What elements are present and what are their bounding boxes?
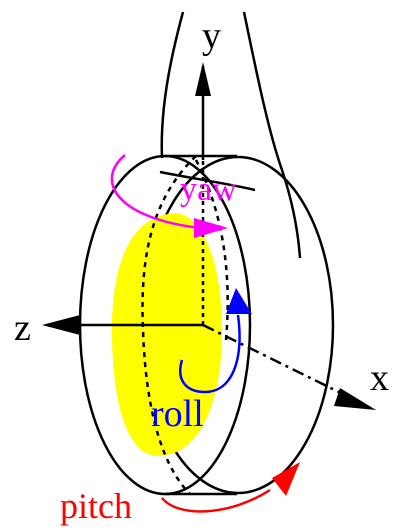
pitch-label: pitch (60, 486, 132, 526)
dashed-inner-arc (194, 159, 229, 341)
y-axis (195, 62, 211, 325)
y-axis-label: y (202, 15, 221, 57)
x-axis (202, 323, 376, 410)
x-axis-label: x (370, 357, 389, 399)
z-axis-label: z (14, 307, 31, 349)
pitch-arrow (161, 462, 300, 513)
yaw-label: yaw (180, 171, 237, 208)
roll-label: roll (151, 393, 204, 435)
z-axis (42, 315, 203, 335)
z-axis-arrowhead (42, 315, 80, 335)
dashed-equator (141, 155, 197, 495)
y-axis-arrowhead (195, 62, 211, 96)
yaw-arrow (110, 154, 228, 238)
roll-arrow (179, 288, 252, 394)
x-axis-arrowhead (334, 388, 376, 410)
yellow-marker (112, 213, 222, 456)
